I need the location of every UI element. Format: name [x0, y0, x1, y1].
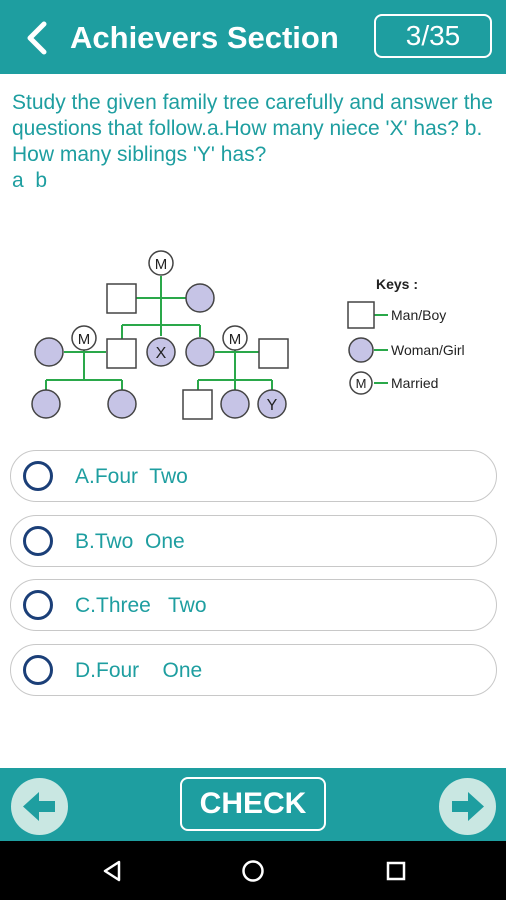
key-married-text: Married — [391, 375, 438, 391]
check-button[interactable]: CHECK — [180, 777, 326, 831]
man-son-in-law — [258, 338, 289, 369]
woman-granddaughter-2 — [107, 389, 137, 419]
option-label: D.Four One — [75, 658, 203, 682]
man-grandchild — [182, 389, 213, 420]
married-marker-left — [71, 325, 97, 351]
question-text: Study the given family tree carefully an… — [12, 91, 493, 166]
woman-x — [146, 337, 176, 367]
radio-icon[interactable] — [23, 590, 53, 620]
arrow-left-icon — [23, 792, 55, 821]
radio-icon[interactable] — [23, 525, 53, 556]
key-married-label: M — [356, 376, 367, 391]
married-marker-top — [148, 250, 174, 276]
option-a[interactable]: A.Four Two — [10, 450, 497, 502]
option-label: B.Two One — [75, 529, 185, 553]
x-label: X — [156, 345, 167, 362]
option-d[interactable]: D.Four One — [10, 643, 497, 696]
radio-icon[interactable] — [23, 461, 53, 491]
woman-y — [257, 389, 287, 419]
married-label-top: M — [155, 256, 168, 273]
key-man-symbol — [347, 301, 375, 329]
family-tree-diagram: M M M X Y M Keys : Man/Boy Woman/Girl Ma… — [31, 250, 465, 420]
radio-icon[interactable] — [23, 654, 53, 685]
married-label-right: M — [229, 331, 242, 348]
key-man-label: Man/Boy — [391, 307, 446, 323]
answer-options: A.Four Two B.Two One C.Three Two D.Four … — [10, 450, 497, 708]
option-b[interactable]: B.Two One — [10, 514, 497, 567]
question-columns: a b — [12, 169, 48, 192]
next-button[interactable] — [439, 778, 496, 835]
key-married-symbol — [349, 371, 373, 395]
key-woman-label: Woman/Girl — [391, 342, 465, 358]
prev-button[interactable] — [11, 778, 68, 835]
option-label: C.Three Two — [75, 594, 207, 617]
woman-grandmother — [185, 283, 215, 313]
nav-back-icon[interactable] — [100, 859, 124, 883]
woman-daughter — [185, 337, 215, 367]
key-woman-symbol — [348, 337, 374, 363]
question-block: Study the given family tree carefully an… — [12, 90, 500, 194]
chevron-left-icon[interactable] — [20, 18, 56, 58]
app-header: Achievers Section 3/35 — [0, 0, 506, 74]
man-grandfather — [106, 283, 137, 314]
option-label: A.Four Two — [75, 465, 188, 488]
arrow-right-icon — [452, 792, 484, 821]
y-label: Y — [267, 397, 278, 414]
man-son-left — [106, 338, 137, 369]
woman-granddaughter-3 — [220, 389, 250, 419]
page-title: Achievers Section — [70, 20, 339, 55]
nav-home-icon[interactable] — [241, 859, 265, 883]
woman-granddaughter-1 — [31, 389, 61, 419]
married-marker-right — [222, 325, 248, 351]
system-nav-bar — [0, 841, 506, 900]
bottom-bar: CHECK — [0, 768, 506, 841]
woman-daughter-in-law — [34, 337, 64, 367]
nav-recents-icon[interactable] — [385, 860, 407, 882]
keys-title: Keys : — [376, 276, 418, 292]
question-counter: 3/35 — [374, 14, 492, 58]
married-label-left: M — [78, 331, 91, 348]
option-c[interactable]: C.Three Two — [10, 579, 497, 631]
